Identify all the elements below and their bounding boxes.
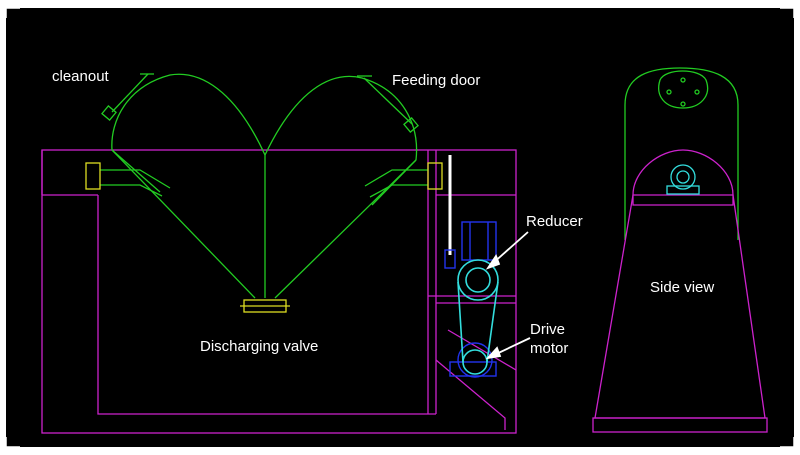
discharging-valve-label: Discharging valve bbox=[200, 338, 319, 355]
drive-motor-label-line1: Drive bbox=[530, 321, 566, 338]
main-stand bbox=[41, 149, 517, 434]
side-view bbox=[592, 67, 768, 433]
cleanout-label: cleanout bbox=[52, 68, 109, 85]
side-view-label: Side view bbox=[650, 279, 715, 296]
drawing-frame bbox=[6, 8, 794, 447]
belt-drive bbox=[457, 259, 499, 375]
callout-arrows bbox=[485, 231, 531, 360]
valve-fittings bbox=[85, 162, 443, 313]
feeding-door-label: Feeding door bbox=[392, 72, 481, 89]
drive-motor-label: Drive motor bbox=[530, 320, 568, 358]
drive-motor-label-line2: motor bbox=[530, 340, 569, 357]
v-vessel bbox=[100, 73, 428, 299]
reducer-label: Reducer bbox=[526, 213, 583, 230]
